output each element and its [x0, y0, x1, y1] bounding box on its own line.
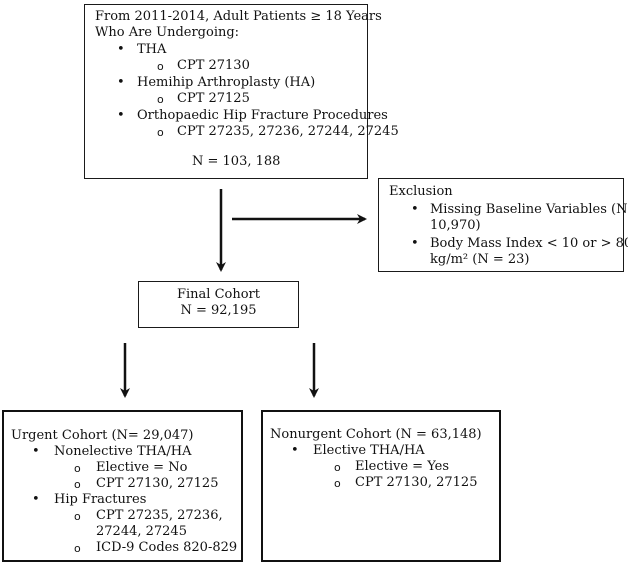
inclusion-n: N = 103, 188	[192, 154, 281, 169]
final-cohort-title: Final Cohort	[176, 287, 260, 302]
inclusion-box	[84, 4, 368, 179]
exclusion-title: Exclusion	[389, 184, 453, 199]
nonurgent-cpt: CPT 27130, 27125	[355, 475, 478, 490]
ha-label: Hemihip Arthroplasty (HA)	[137, 75, 316, 90]
exclusion-box	[378, 178, 624, 272]
nonurgent-title: Nonurgent Cohort (N = 63,148)	[270, 427, 482, 442]
final-cohort-n: N = 92,195	[180, 303, 257, 318]
final-cohort-box	[138, 281, 299, 328]
tha-cpt: CPT 27130	[177, 58, 250, 73]
nonurgent-elective: Elective THA/HA	[313, 443, 425, 458]
urgent-cpt: CPT 27130, 27125	[96, 476, 219, 491]
urgent-title: Urgent Cohort (N= 29,047)	[11, 428, 194, 443]
exclusion-item1-line1: Missing Baseline Variables (N =	[430, 202, 628, 217]
inclusion-line2: Who Are Undergoing:	[95, 25, 240, 40]
nonurgent-cohort-box	[261, 410, 501, 562]
urgent-fx-cpt1: CPT 27235, 27236,	[96, 508, 223, 523]
inclusion-line1: From 2011-2014, Adult Patients ≥ 18 Year…	[95, 9, 382, 24]
urgent-elective-no: Elective = No	[96, 460, 188, 475]
exclusion-item2-line1: Body Mass Index < 10 or > 80	[430, 236, 628, 251]
fracture-cpt: CPT 27235, 27236, 27244, 27245	[177, 124, 399, 139]
urgent-cohort-box	[2, 410, 243, 562]
urgent-hip-fractures: Hip Fractures	[54, 492, 147, 507]
tha-label: THA	[137, 42, 167, 57]
urgent-fx-cpt2: 27244, 27245	[96, 524, 187, 539]
fracture-label: Orthopaedic Hip Fracture Procedures	[137, 108, 388, 123]
nonurgent-elective-yes: Elective = Yes	[355, 459, 450, 474]
exclusion-item1-line2: 10,970)	[430, 218, 481, 233]
urgent-icd: ICD-9 Codes 820-829	[96, 540, 238, 555]
urgent-nonelective: Nonelective THA/HA	[54, 444, 192, 459]
ha-cpt: CPT 27125	[177, 91, 250, 106]
exclusion-item2-line2: kg/m² (N = 23)	[430, 252, 530, 267]
